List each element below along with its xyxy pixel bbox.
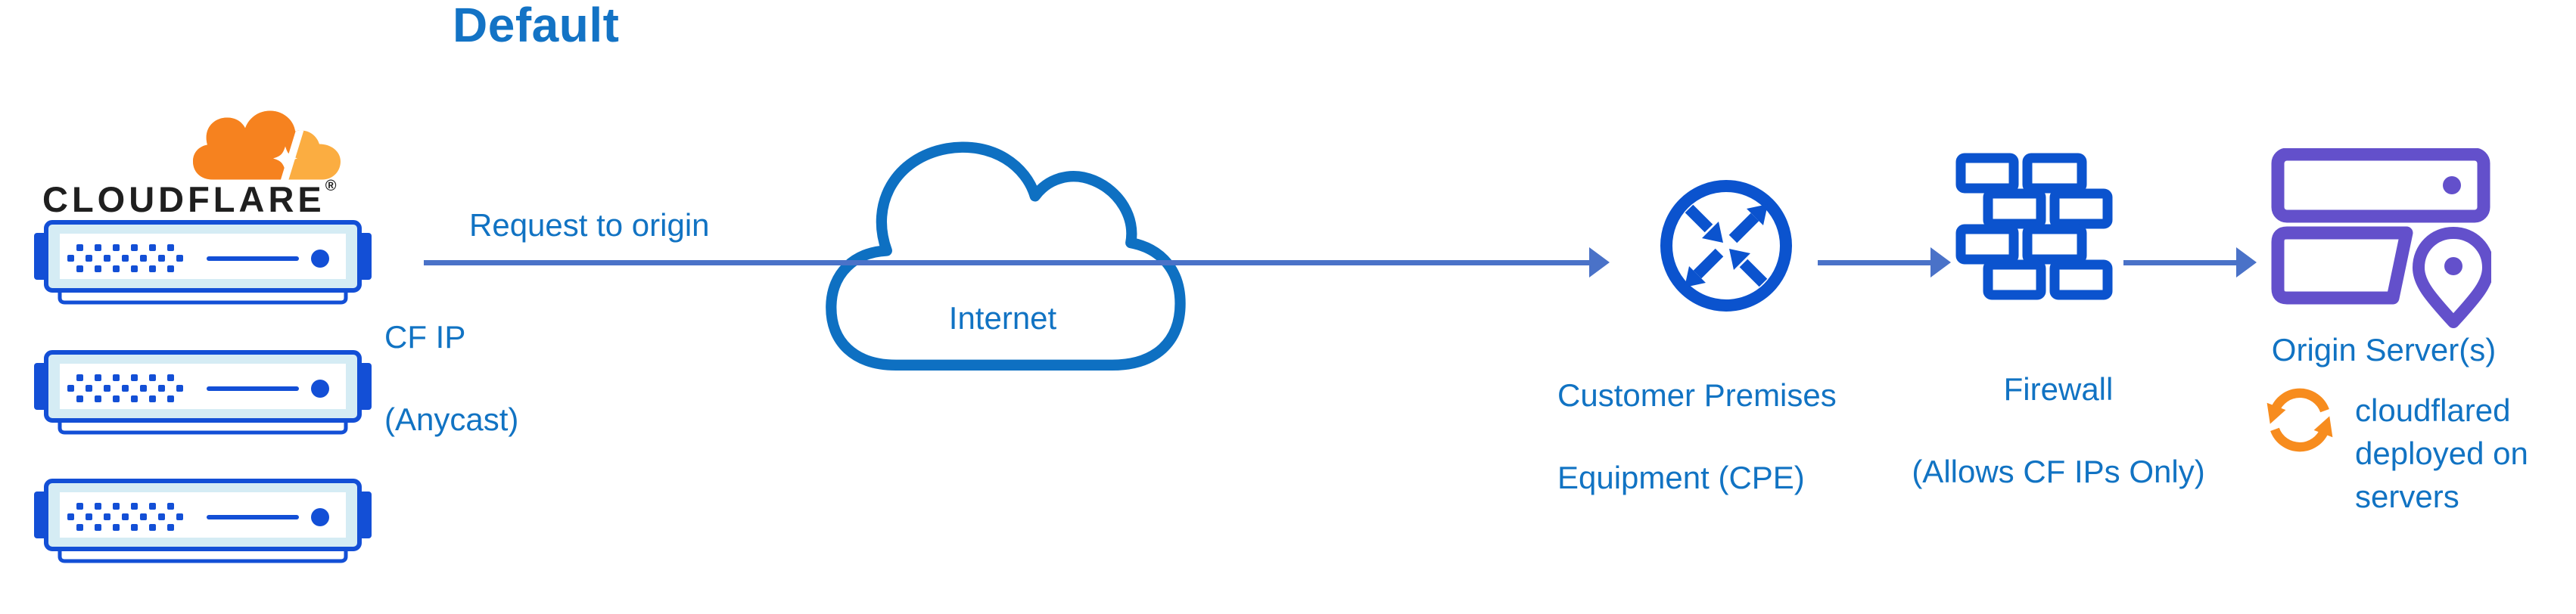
arrow-firewall-to-origin xyxy=(2123,260,2237,265)
arrowhead-icon xyxy=(1589,247,1610,278)
internet-cloud-icon xyxy=(826,141,1186,371)
cpe-label: Customer Premises Equipment (CPE) xyxy=(1557,333,1837,540)
cf-ip-line2: (Anycast) xyxy=(384,401,519,437)
server-rack-icon xyxy=(34,220,372,305)
cloudflare-wordmark-text: CLOUDFLARE xyxy=(42,179,325,219)
arrow-cloudflare-to-cpe xyxy=(424,260,1590,265)
map-pin-icon xyxy=(2413,227,2491,328)
sync-arrows-icon xyxy=(2266,388,2333,452)
firewall-label: Firewall (Allows CF IPs Only) xyxy=(1877,327,2240,534)
cf-ip-anycast-label: CF IP (Anycast) xyxy=(384,275,518,482)
cpe-label-line1: Customer Premises xyxy=(1557,377,1837,413)
origin-servers-label: Origin Server(s) xyxy=(2271,332,2497,367)
registered-mark: ® xyxy=(325,178,337,194)
arrowhead-icon xyxy=(2236,247,2257,278)
server-rack-icon xyxy=(34,350,372,435)
cloudflared-note: cloudflared deployed on servers xyxy=(2355,392,2528,515)
firewall-label-line2: (Allows CF IPs Only) xyxy=(1912,453,2205,489)
cloudflare-wordmark: CLOUDFLARE® xyxy=(42,178,337,220)
arrow-cpe-to-firewall xyxy=(1818,260,1931,265)
arrowhead-icon xyxy=(1930,247,1951,278)
router-arrows-icon xyxy=(1660,180,1792,312)
server-location-pin-icon xyxy=(2271,148,2491,328)
firewall-label-line1: Firewall xyxy=(2003,371,2114,407)
server-rack-icon xyxy=(34,479,372,563)
brick-wall-icon xyxy=(1955,153,2113,300)
internet-label: Internet xyxy=(948,300,1057,336)
cf-ip-line1: CF IP xyxy=(384,318,466,355)
page-title: Default xyxy=(453,0,620,52)
request-to-origin-label: Request to origin xyxy=(469,207,710,243)
cloudflare-cloud-icon xyxy=(193,110,341,180)
cpe-label-line2: Equipment (CPE) xyxy=(1557,459,1805,495)
